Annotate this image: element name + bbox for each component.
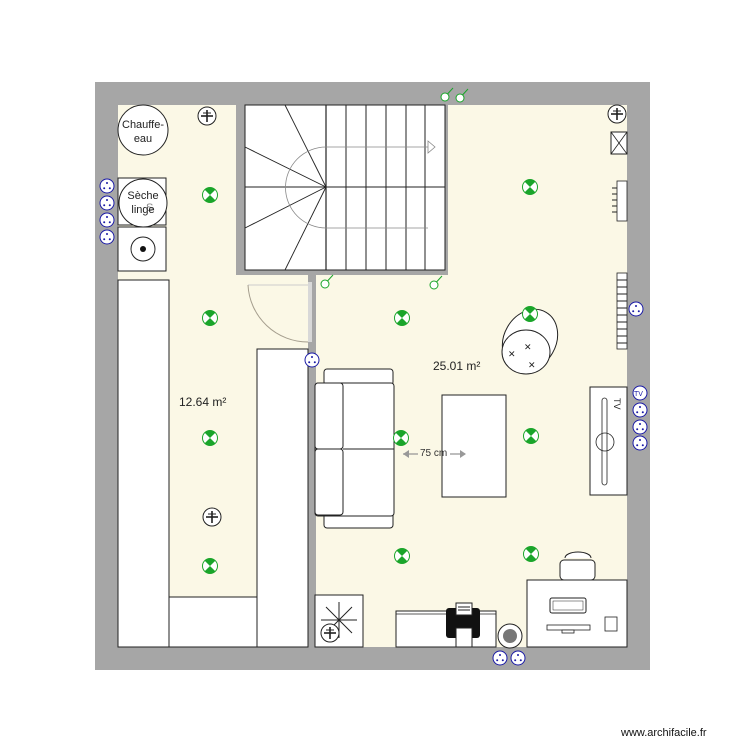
tv-label: TV — [612, 398, 622, 410]
dryer-label: Sèche linge — [118, 189, 168, 217]
light-icon — [523, 428, 539, 444]
svg-text:S: S — [146, 202, 153, 214]
svg-text:✕: ✕ — [508, 349, 516, 359]
water-heater-label-line1: Chauffe- — [122, 119, 164, 131]
water-heater-label-line2: eau — [133, 133, 153, 145]
office-chair[interactable] — [559, 551, 596, 581]
light-icon — [523, 546, 539, 562]
dryer-label-line1: Sèche — [127, 190, 159, 202]
dimension-arrow — [403, 450, 466, 458]
light-icon — [522, 306, 538, 322]
light-icon — [202, 430, 218, 446]
freezer[interactable] — [314, 594, 364, 648]
junction-box-icon — [202, 507, 222, 527]
left-room-area: 12.64 m² — [179, 395, 227, 409]
junction-box-icon — [197, 106, 217, 126]
main-room-area: 25.01 m² — [433, 359, 481, 373]
right-tall-cabinet[interactable] — [256, 348, 309, 648]
coffee-table[interactable] — [441, 394, 507, 498]
armchair[interactable]: ✕ ✕ ✕ — [491, 299, 568, 380]
printer[interactable] — [446, 602, 480, 648]
water-heater[interactable] — [117, 104, 169, 156]
tv-unit[interactable]: TV — [589, 386, 628, 496]
light-icon — [394, 548, 410, 564]
light-icon — [394, 310, 410, 326]
partition-wall — [308, 275, 316, 647]
door-swing[interactable] — [247, 284, 309, 343]
light-icon — [202, 310, 218, 326]
junction-box-icon — [607, 104, 627, 124]
dryer-label-line2: linge — [131, 204, 155, 216]
sofa[interactable] — [314, 368, 395, 529]
wastebasket — [497, 623, 523, 649]
ventilation-box — [610, 131, 628, 155]
svg-text:TV: TV — [634, 391, 643, 398]
svg-text:✕: ✕ — [524, 342, 532, 352]
light-icon — [522, 179, 538, 195]
radiator-right — [616, 272, 628, 350]
staircase — [244, 104, 446, 271]
left-tall-cabinet[interactable] — [117, 279, 170, 648]
light-icon — [202, 558, 218, 574]
watermark[interactable]: www.archifacile.fr — [621, 727, 707, 739]
partition-door-jamb — [308, 282, 312, 342]
radiator-top — [612, 180, 628, 222]
bottom-cabinet[interactable] — [168, 596, 258, 648]
water-heater-label: Chauffe- eau — [118, 118, 168, 146]
office-desk[interactable] — [526, 579, 628, 648]
light-icon — [393, 430, 409, 446]
tv-outlet: TV — [632, 385, 648, 401]
light-icon — [202, 187, 218, 203]
svg-text:✕: ✕ — [528, 360, 536, 370]
dimension-label: 75 cm — [420, 448, 448, 459]
